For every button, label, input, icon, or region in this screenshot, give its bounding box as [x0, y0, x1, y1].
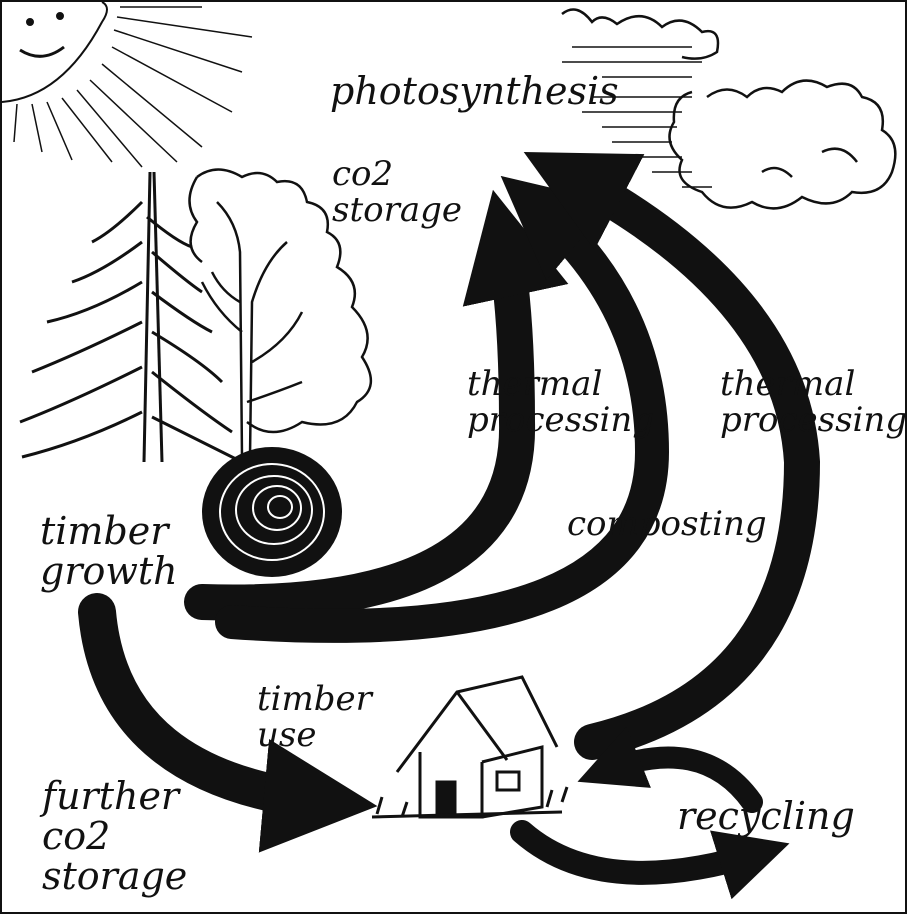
log-cross-section-icon	[202, 447, 342, 577]
arrow-recycling-bottom	[522, 832, 762, 873]
label-co2-storage: co2 storage	[332, 157, 462, 228]
label-composting: composting	[567, 507, 767, 543]
label-further-co2-storage: further co2 storage	[42, 777, 187, 897]
label-thermal-processing-1: thermal processing	[467, 367, 654, 438]
conifer-tree-icon	[20, 172, 242, 462]
label-photosynthesis: photosynthesis	[330, 72, 619, 112]
label-thermal-processing-2: thermal processing	[720, 367, 907, 438]
house-icon	[372, 677, 567, 817]
label-recycling: recycling	[677, 797, 855, 837]
label-timber-use: timber use	[257, 682, 372, 753]
label-timber-growth: timber growth	[40, 512, 178, 592]
sun-icon	[2, 2, 252, 167]
